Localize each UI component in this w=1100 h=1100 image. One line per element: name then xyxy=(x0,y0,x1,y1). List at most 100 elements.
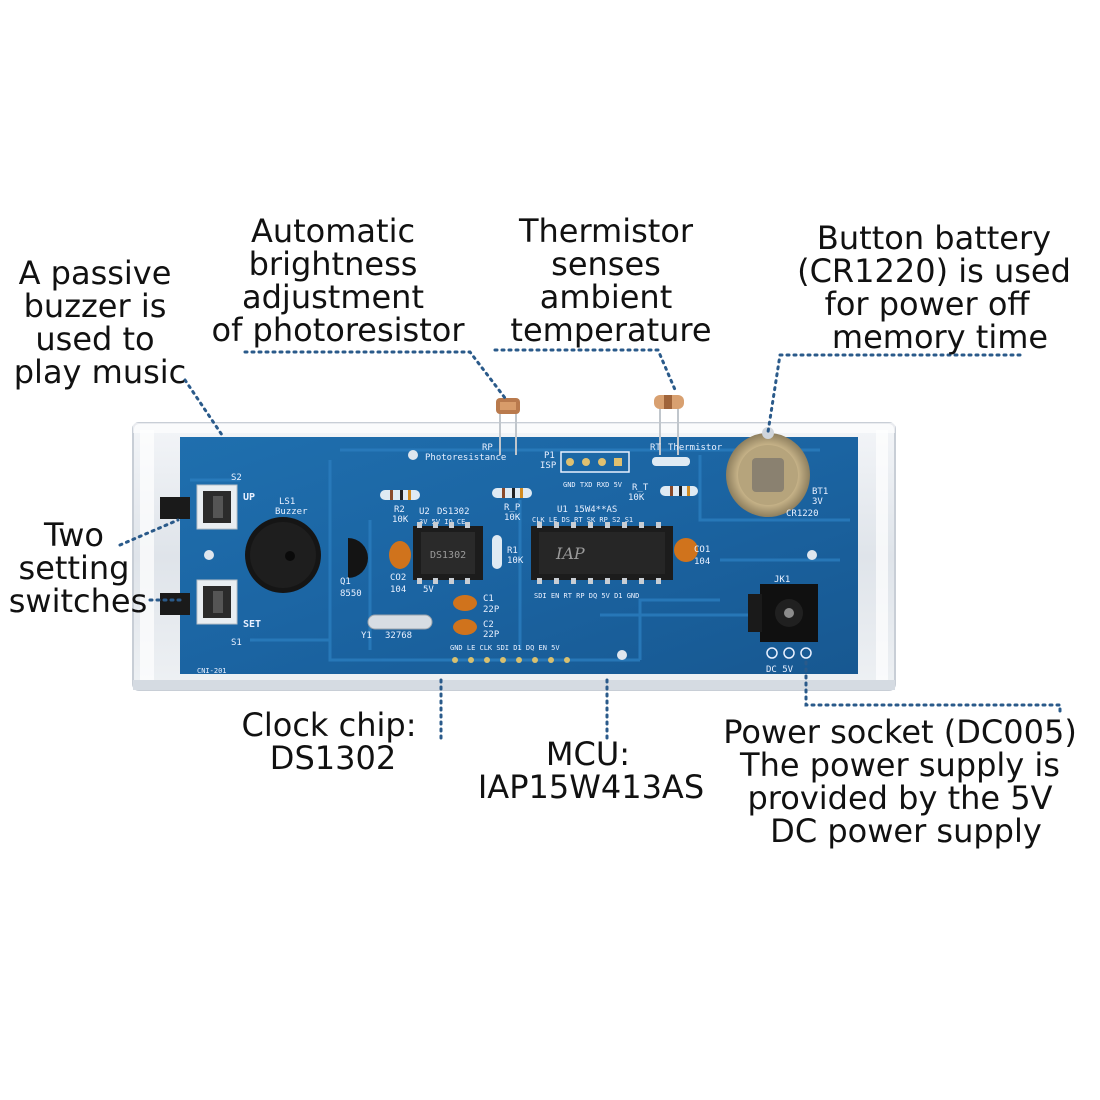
u1-pins-top: CLK LE DS RT SK RP S2 S1 xyxy=(532,516,633,524)
c2-value: 22P xyxy=(483,630,500,640)
ds1302-chip: U2 DS1302 3V 5V IO CE DS1302 5V xyxy=(413,507,483,595)
board-id: CNI-201 xyxy=(197,667,227,675)
callout-battery-line: memory time xyxy=(832,318,1048,356)
callout-power-socket: Power socket (DC005) The power supply is… xyxy=(723,713,1077,850)
bt1-type: CR1220 xyxy=(786,509,819,519)
bottom-header: GND LE CLK SDI D1 DQ EN 5V xyxy=(450,644,570,663)
leader-buzzer xyxy=(183,378,224,437)
callout-power-line: Power socket (DC005) xyxy=(723,713,1077,751)
isp-label: ISP xyxy=(540,461,557,471)
s1-label: S1 xyxy=(231,638,242,648)
leader-battery xyxy=(766,353,1022,434)
r-p-label: R_P xyxy=(504,503,521,513)
capacitor-c2: C2 22P xyxy=(453,619,500,640)
thermistor: RT Thermistor xyxy=(650,395,723,466)
r-t-label: R_T xyxy=(632,483,649,493)
q1-label: Q1 xyxy=(340,577,351,587)
isp-pins: GND TXD RXD 5V xyxy=(563,481,623,489)
mcu-chip-mark: IAP xyxy=(555,544,585,563)
bt1-voltage: 3V xyxy=(812,497,823,507)
capacitor-co1: CO1 104 xyxy=(674,538,710,567)
callout-clock-chip: Clock chip: DS1302 xyxy=(242,706,417,777)
crystal-y1: Y1 32768 xyxy=(361,614,433,641)
callout-buzzer-line: A passive xyxy=(19,254,172,292)
callout-thermistor-line: temperature xyxy=(510,311,711,349)
rp-label: RP xyxy=(482,443,493,453)
y1-label: Y1 xyxy=(361,631,372,641)
photoresistance-label: Photoresistance xyxy=(425,453,506,463)
r1-value: 10K xyxy=(507,556,524,566)
buzzer-label: Buzzer xyxy=(275,507,308,517)
c1-value: 22P xyxy=(483,605,500,615)
u1-label: U1 xyxy=(557,505,568,515)
mounting-hole xyxy=(807,550,817,560)
mcu-chip: U1 15W4**AS CLK LE DS RT SK RP S2 S1 IAP… xyxy=(531,505,673,600)
u2-pins: 3V 5V IO CE xyxy=(419,518,465,526)
co2-value: 104 xyxy=(390,585,406,595)
callout-mcu-line: IAP15W413AS xyxy=(478,768,704,806)
rt-label: RT xyxy=(650,443,661,453)
u1-name: 15W4**AS xyxy=(574,505,617,515)
co2-label: CO2 xyxy=(390,573,406,583)
callout-battery-line: (CR1220) is used xyxy=(797,252,1071,290)
callout-clock-line: Clock chip: xyxy=(242,706,417,744)
capacitor-c1: C1 22P xyxy=(453,594,500,615)
coin-battery-holder: BT1 3V CR1220 xyxy=(726,427,828,519)
q1-value: 8550 xyxy=(340,589,362,599)
jk1-label: JK1 xyxy=(774,575,790,585)
mounting-hole xyxy=(204,550,214,560)
callout-photoresistor-line: adjustment xyxy=(242,278,424,316)
leader-photoresistor xyxy=(243,350,507,400)
callout-mcu: MCU: IAP15W413AS xyxy=(478,735,704,806)
callout-photoresistor: Automatic brightness adjustment of photo… xyxy=(212,212,466,349)
callout-switches: Two setting switches xyxy=(9,516,148,620)
resistor-r2: R2 10K xyxy=(380,490,420,525)
u2-name: DS1302 xyxy=(437,507,470,517)
callout-power-line: The power supply is xyxy=(739,746,1060,784)
callout-photoresistor-line: of photoresistor xyxy=(212,311,466,349)
resistor-r1: R1 10K xyxy=(492,535,524,569)
callout-power-line: DC power supply xyxy=(770,812,1042,850)
mounting-hole xyxy=(408,450,418,460)
set-label: SET xyxy=(243,619,261,630)
co1-label: CO1 xyxy=(694,545,710,555)
r2-label: R2 xyxy=(394,505,405,515)
r-p-value: 10K xyxy=(504,513,521,523)
dc-power-jack: JK1 DC 5V xyxy=(748,575,818,675)
photoresistor: RP Photoresistance xyxy=(425,398,520,463)
leader-power-socket xyxy=(804,660,1062,714)
s2-label: S2 xyxy=(231,473,242,483)
r2-value: 10K xyxy=(392,515,409,525)
callout-battery-line: for power off xyxy=(825,285,1031,323)
r1-label: R1 xyxy=(507,546,518,556)
c2-label: C2 xyxy=(483,620,494,630)
callout-thermistor-line: Thermistor xyxy=(518,212,694,250)
u2-5v-label: 5V xyxy=(423,585,434,595)
u1-pins-bottom: SDI EN RT RP DQ 5V D1 GND xyxy=(534,592,639,600)
callout-switches-line: setting xyxy=(19,549,130,587)
callout-photoresistor-line: Automatic xyxy=(251,212,415,250)
thermistor-label: Thermistor xyxy=(668,443,723,453)
y1-value: 32768 xyxy=(385,631,412,641)
callout-switches-line: switches xyxy=(9,582,148,620)
c1-label: C1 xyxy=(483,594,494,604)
dc5v-label: DC 5V xyxy=(766,665,794,675)
co1-value: 104 xyxy=(694,557,710,567)
isp-header: P1 ISP GND TXD RXD 5V xyxy=(540,451,630,489)
callout-battery-line: Button battery xyxy=(817,219,1051,257)
callout-mcu-line: MCU: xyxy=(546,735,630,773)
callout-switches-line: Two xyxy=(43,516,104,554)
callout-buzzer-line: play music xyxy=(14,353,187,391)
p1-label: P1 xyxy=(544,451,555,461)
callout-buzzer-line: used to xyxy=(35,320,154,358)
ls1-label: LS1 xyxy=(279,497,295,507)
switch-up: S2 UP xyxy=(160,473,255,530)
up-label: UP xyxy=(243,492,255,503)
r-t-value: 10K xyxy=(628,493,645,503)
callout-thermistor-line: ambient xyxy=(540,278,673,316)
u2-chip-mark: DS1302 xyxy=(430,550,466,561)
switch-set: SET S1 xyxy=(160,579,261,648)
callout-clock-line: DS1302 xyxy=(270,739,396,777)
mounting-hole xyxy=(617,650,627,660)
